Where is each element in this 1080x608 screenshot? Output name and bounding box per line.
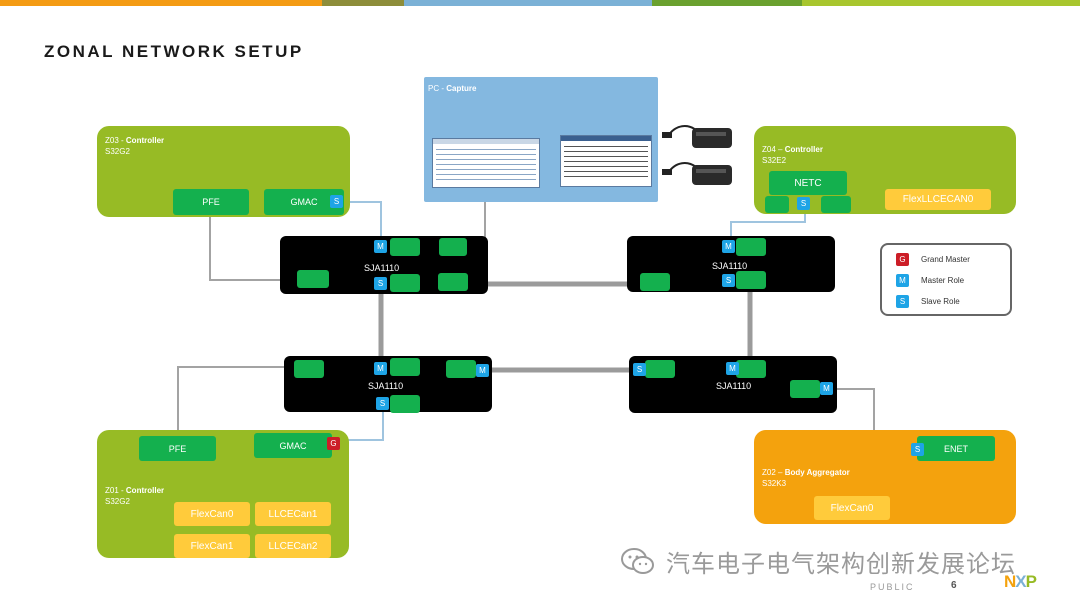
- legend-master-badge: M: [896, 274, 909, 287]
- logo-letter-n: N: [1004, 572, 1016, 591]
- switch-br-port[interactable]: [736, 360, 766, 378]
- logo-letter-p: P: [1025, 572, 1037, 591]
- z03-gmac-slave-badge: S: [330, 195, 343, 208]
- usb-dongle-icon: [662, 125, 732, 148]
- switch-bl-label: SJA1110: [368, 381, 404, 391]
- usb-dongle-icon: [662, 162, 732, 185]
- monitor-icon: [432, 138, 540, 188]
- switch-tl-port[interactable]: [390, 274, 420, 292]
- switch-bl-port[interactable]: [446, 360, 476, 378]
- z04-netc-port[interactable]: NETC: [769, 171, 847, 195]
- switch-tl-slave-badge: S: [374, 277, 387, 290]
- page-title: ZONAL NETWORK SETUP: [44, 42, 304, 61]
- switch-bl-port[interactable]: [294, 360, 324, 378]
- switch-tr-label: SJA1110: [712, 261, 748, 271]
- pc-capture-label: PC - Capture: [428, 84, 477, 93]
- legend-slave-badge: S: [896, 295, 909, 308]
- z01-flexcan1[interactable]: FlexCan1: [174, 534, 250, 558]
- logo-letter-x: X: [1015, 572, 1026, 591]
- switch-bl-port[interactable]: [390, 395, 420, 413]
- z04-netc-slave-badge: S: [797, 197, 810, 210]
- z01-llcecan2[interactable]: LLCECan2: [255, 534, 331, 558]
- z01-gmac-grand-master-badge: G: [327, 437, 340, 450]
- switch-br-port[interactable]: [790, 380, 820, 398]
- z02-enet-slave-badge: S: [911, 443, 924, 456]
- legend: G Grand Master M Master Role S Slave Rol…: [880, 243, 1012, 316]
- switch-tr-slave-badge: S: [722, 274, 735, 287]
- switch-br-master-badge: M: [820, 382, 833, 395]
- legend-slave-label: Slave Role: [921, 297, 960, 306]
- legend-item-grand-master: G Grand Master: [896, 253, 970, 266]
- switch-tr-master-badge: M: [722, 240, 735, 253]
- top-color-bar: [0, 0, 1080, 6]
- legend-item-slave: S Slave Role: [896, 295, 960, 308]
- switch-tl-master-badge: M: [374, 240, 387, 253]
- switch-tl-port[interactable]: [390, 238, 420, 256]
- watermark-text: 汽车电子电气架构创新发展论坛: [666, 551, 1016, 578]
- z04-netc-subport[interactable]: [821, 196, 851, 213]
- watermark: 汽车电子电气架构创新发展论坛: [620, 544, 1016, 579]
- switch-tr-port[interactable]: [736, 238, 766, 256]
- switch-br-slave-badge: S: [633, 363, 646, 376]
- switch-bl-slave-badge: S: [376, 397, 389, 410]
- legend-grand-master-badge: G: [896, 253, 909, 266]
- z01-pfe-port[interactable]: PFE: [139, 436, 216, 461]
- switch-tr-port[interactable]: [736, 271, 766, 289]
- switch-tl-port[interactable]: [297, 270, 329, 288]
- z01-gmac-port[interactable]: GMAC: [254, 433, 332, 458]
- z04-netc-subport[interactable]: [765, 196, 789, 213]
- switch-bl-master-badge: M: [374, 362, 387, 375]
- footer-classification: PUBLIC: [870, 582, 915, 592]
- z01-llcecan1[interactable]: LLCECan1: [255, 502, 331, 526]
- z01-flexcan0[interactable]: FlexCan0: [174, 502, 250, 526]
- z04-flexllcecan0[interactable]: FlexLLCECAN0: [885, 189, 991, 210]
- switch-tr-port[interactable]: [640, 273, 670, 291]
- legend-item-master: M Master Role: [896, 274, 964, 287]
- switch-bl-port[interactable]: [390, 358, 420, 376]
- pc-capture-box: PC - Capture: [424, 77, 658, 202]
- legend-master-label: Master Role: [921, 276, 965, 285]
- switch-bl-master-badge: M: [476, 364, 489, 377]
- nxp-logo: NXP: [1004, 572, 1037, 592]
- z02-flexcan0[interactable]: FlexCan0: [814, 496, 890, 520]
- switch-br-port[interactable]: [645, 360, 675, 378]
- monitor-icon: [560, 135, 652, 187]
- switch-tl-port[interactable]: [439, 238, 467, 256]
- footer-page-number: 6: [951, 580, 957, 591]
- legend-grand-master-label: Grand Master: [921, 255, 970, 264]
- switch-tl-port[interactable]: [438, 273, 468, 291]
- switch-br-master-badge: M: [726, 362, 739, 375]
- switch-br-label: SJA1110: [716, 381, 752, 391]
- z03-pfe-port[interactable]: PFE: [173, 189, 249, 215]
- wechat-icon: [621, 547, 654, 574]
- z02-enet-port[interactable]: ENET: [917, 436, 995, 461]
- switch-tl-label: SJA1110: [364, 263, 400, 273]
